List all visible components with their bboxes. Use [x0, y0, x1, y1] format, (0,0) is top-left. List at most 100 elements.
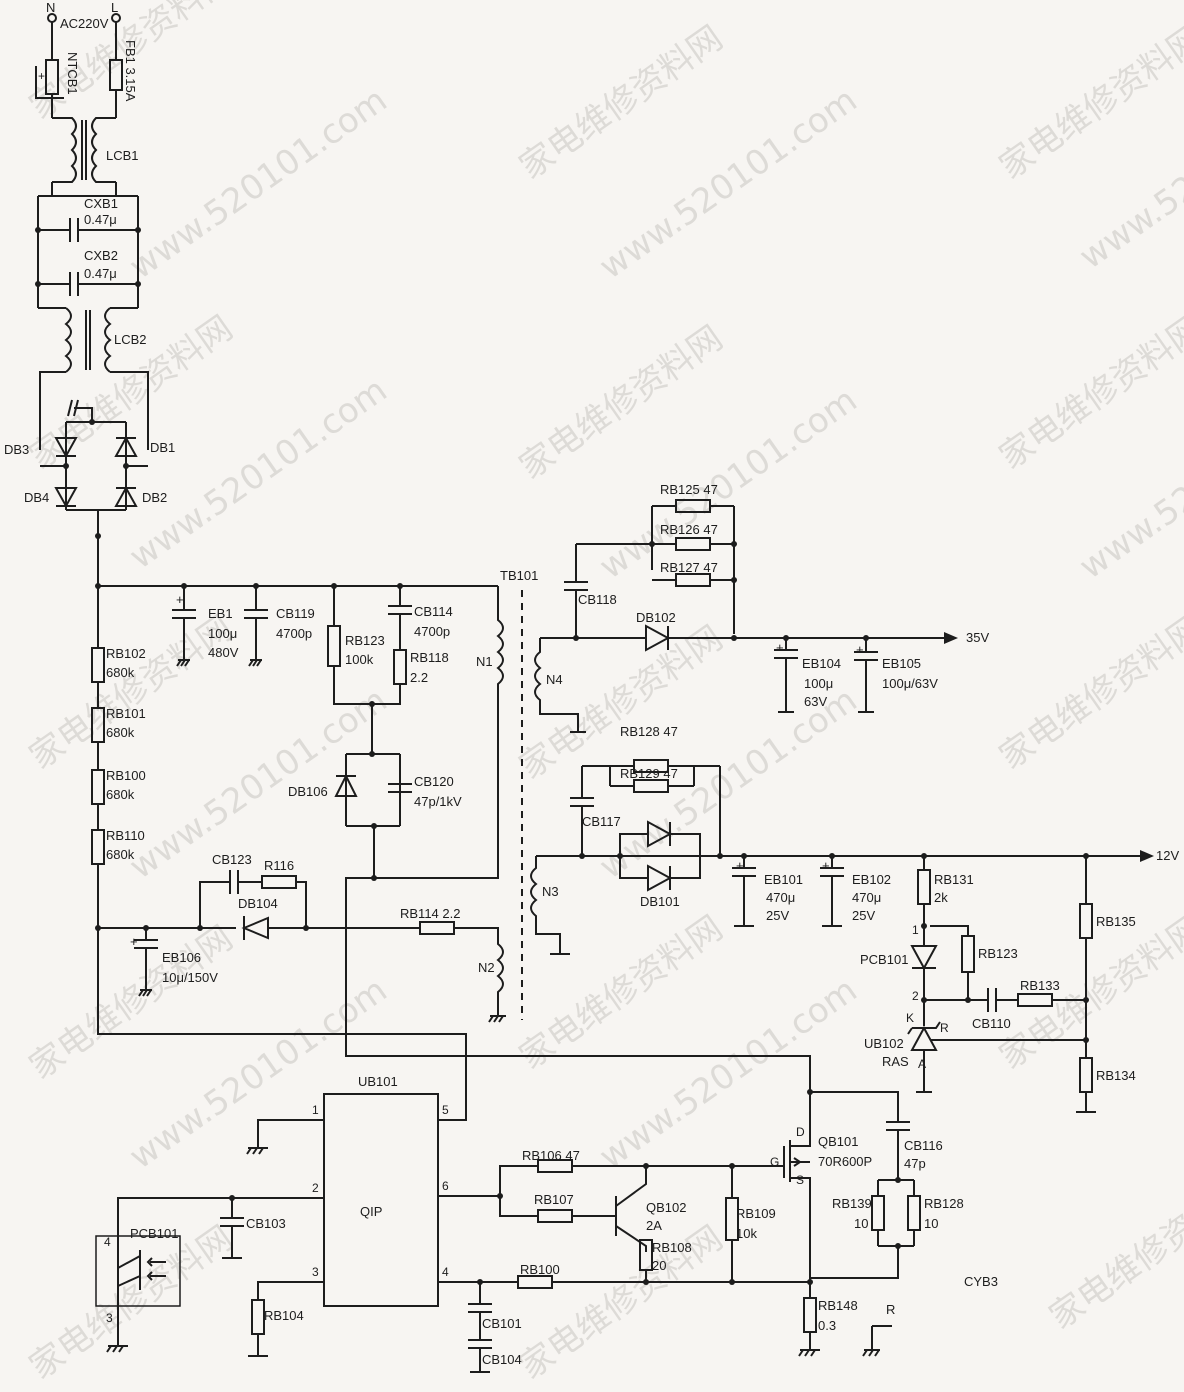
resistor-rb123-feedback: [961, 935, 975, 973]
diode-db106: [334, 773, 358, 797]
label-rb109-value: 10k: [736, 1226, 757, 1241]
label-qb102-value: 2A: [646, 1218, 662, 1233]
label-rb123a: RB123: [345, 633, 385, 648]
label-35v: 35V: [966, 630, 989, 645]
common-mode-choke-lcb2: [64, 307, 72, 373]
transistor-qb102: [615, 1166, 647, 1252]
label-db102: DB102: [636, 610, 676, 625]
label-qb101: QB101: [818, 1134, 858, 1149]
resistor-rb107: [537, 1209, 573, 1223]
label-rb128b: RB128: [924, 1196, 964, 1211]
label-rb100a-value: 680k: [106, 787, 135, 802]
label-g: G: [770, 1155, 779, 1169]
watermark: 家电维修资料网: [512, 318, 730, 487]
watermark: 家电维修资料网: [992, 608, 1184, 777]
label-db2: DB2: [142, 490, 167, 505]
label-rb110-value: 680k: [106, 847, 135, 862]
label-eb104-value2: 63V: [804, 694, 827, 709]
label-rb108: RB108: [652, 1240, 692, 1255]
label-rb131: RB131: [934, 872, 974, 887]
label-rb133: RB133: [1020, 978, 1060, 993]
label-cb114-value: 4700p: [414, 624, 450, 639]
label-ub102-value: RAS: [882, 1054, 909, 1069]
diode-db1: [114, 435, 138, 457]
label-rb109: RB109: [736, 1206, 776, 1221]
label-n2: N2: [478, 960, 495, 975]
winding-n4: [534, 638, 579, 732]
resistor-rb100-sense: [517, 1275, 553, 1289]
label-rb139-value: 10: [854, 1216, 868, 1231]
label-cxb1-value: 0.47μ: [84, 212, 117, 227]
label-rb104: RB104: [264, 1308, 304, 1323]
label-rb110: RB110: [106, 828, 145, 843]
label-rb139: RB139: [832, 1196, 872, 1211]
controller-section: UB101 QIP 1 5 2 CB103 4 3 PCB101 3 RB104…: [95, 1074, 998, 1373]
label-ac220v: AC220V: [60, 16, 109, 31]
capacitor-cb101-cb104: [468, 1282, 492, 1373]
label-cyb3: CYB3: [964, 1274, 998, 1289]
label-n4: N4: [546, 672, 563, 687]
label-ub101: UB101: [358, 1074, 398, 1089]
label-rb101-value: 680k: [106, 725, 135, 740]
label-rb131-value: 2k: [934, 890, 948, 905]
watermarks: 家电维修资料网 www.520101.com 家电维修资料网 www.52010…: [22, 0, 1184, 1387]
label-rb127: RB127 47: [660, 560, 718, 575]
label-db1: DB1: [150, 440, 175, 455]
capacitor-eb106: [134, 928, 158, 990]
label-cxb2-value: 0.47μ: [84, 266, 117, 281]
label-eb102-value1: 470μ: [852, 890, 881, 905]
label-ub101-pin1: 1: [312, 1103, 319, 1117]
label-qb102: QB102: [646, 1200, 686, 1215]
label-cb116: CB116: [904, 1138, 943, 1153]
label-rb101: RB101: [106, 706, 146, 721]
resistor-rb128-secondary: [633, 759, 669, 773]
label-rb102-value: 680k: [106, 665, 135, 680]
label-n3: N3: [542, 884, 559, 899]
capacitor-cb110: [987, 988, 997, 1012]
input-section: N L AC220V + NTCB1 FB1 3.15A LCB1 CXB1 0…: [4, 0, 175, 586]
watermark: 家电维修资料网: [992, 18, 1184, 187]
svg-text:+: +: [130, 934, 138, 949]
resistor-rb129: [633, 779, 669, 793]
label-cb103: CB103: [246, 1216, 286, 1231]
label-cb110: CB110: [972, 1016, 1011, 1031]
label-rb114: RB114 2.2: [400, 906, 460, 921]
label-lcb1: LCB1: [106, 148, 139, 163]
resistor-rb102: [91, 647, 105, 683]
resistor-rb104: [251, 1299, 265, 1335]
resistor-rb139: [871, 1195, 885, 1231]
resistor-rb118: [393, 649, 407, 685]
label-ub101-pin6: 6: [442, 1179, 449, 1193]
diode-db4: [54, 487, 78, 509]
label-rb148: RB148: [818, 1298, 858, 1313]
capacitor-cb103: [220, 1198, 244, 1259]
label-rb108-value: 20: [652, 1258, 666, 1273]
label-rb100b: RB100: [520, 1262, 560, 1277]
label-tb101: TB101: [500, 568, 538, 583]
ground-symbol-r: [862, 1325, 892, 1357]
watermark: www.520101.com: [122, 80, 394, 287]
watermark: 家电维修资料网: [512, 618, 730, 787]
capacitor-cb118: [564, 544, 588, 638]
label-r116: R116: [264, 858, 294, 873]
label-12v: 12V: [1156, 848, 1179, 863]
label-eb1: EB1: [208, 606, 233, 621]
label-rb107: RB107: [534, 1192, 574, 1207]
resistor-rb126: [675, 537, 711, 551]
label-rb106: RB106 47: [522, 1148, 580, 1163]
capacitor-cb119: [244, 586, 268, 660]
label-rb118-value: 2.2: [410, 670, 428, 685]
resistor-rb123-snubber: [327, 625, 341, 667]
label-cb104: CB104: [482, 1352, 522, 1367]
label-rb135: RB135: [1096, 914, 1136, 929]
capacitor-eb104: [774, 638, 798, 713]
label-cb123: CB123: [212, 852, 252, 867]
resistor-r116: [261, 875, 297, 889]
diode-db101-b: [647, 864, 673, 892]
watermark: 家电维修资料网: [512, 1218, 730, 1387]
label-rb148-value: 0.3: [818, 1318, 836, 1333]
diode-db3: [54, 437, 78, 459]
svg-text:+: +: [736, 858, 744, 873]
arrow-12v: [1140, 850, 1154, 862]
